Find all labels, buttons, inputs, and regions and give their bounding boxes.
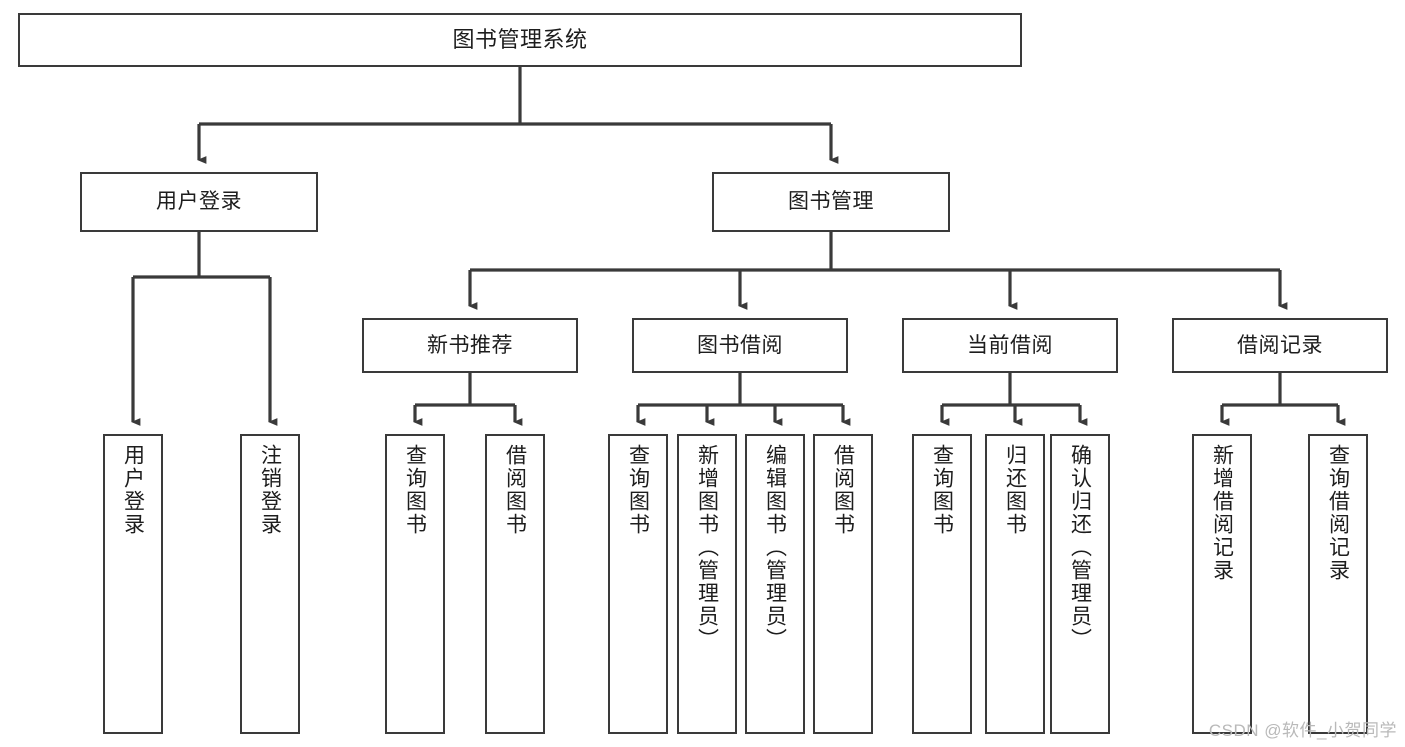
node-leaf-borrow-query-book[interactable]: 查询图书: [608, 434, 668, 734]
node-leaf-cur-query-book-label: 查询图书: [930, 444, 954, 536]
node-leaf-user-login[interactable]: 用户登录: [103, 434, 163, 734]
node-book-borrow[interactable]: 图书借阅: [632, 318, 848, 373]
node-new-book-recommend-label: 新书推荐: [427, 333, 513, 357]
node-leaf-borrow-edit-book-label: 编辑图书（管理员）: [763, 444, 787, 651]
node-leaf-borrow-query-book-label: 查询图书: [626, 444, 650, 536]
node-leaf-borrow-borrow-book-label: 借阅图书: [831, 444, 855, 536]
node-leaf-user-logout-label: 注销登录: [258, 444, 282, 536]
node-leaf-rec-query-book[interactable]: 查询图书: [385, 434, 445, 734]
node-book-borrow-label: 图书借阅: [697, 333, 783, 357]
node-leaf-rec-query-record[interactable]: 查询借阅记录: [1308, 434, 1368, 734]
node-leaf-rec-add-record[interactable]: 新增借阅记录: [1192, 434, 1252, 734]
node-new-book-recommend[interactable]: 新书推荐: [362, 318, 578, 373]
node-leaf-rec-borrow-book[interactable]: 借阅图书: [485, 434, 545, 734]
node-leaf-cur-confirm-return[interactable]: 确认归还（管理员）: [1050, 434, 1110, 734]
node-leaf-rec-query-record-label: 查询借阅记录: [1326, 444, 1350, 582]
node-leaf-rec-borrow-book-label: 借阅图书: [503, 444, 527, 536]
node-leaf-user-logout[interactable]: 注销登录: [240, 434, 300, 734]
node-leaf-user-login-label: 用户登录: [121, 444, 145, 536]
node-leaf-cur-confirm-return-label: 确认归还（管理员）: [1068, 444, 1092, 651]
node-book-manage[interactable]: 图书管理: [712, 172, 950, 232]
node-leaf-borrow-borrow-book[interactable]: 借阅图书: [813, 434, 873, 734]
node-leaf-borrow-edit-book[interactable]: 编辑图书（管理员）: [745, 434, 805, 734]
node-leaf-cur-return-book-label: 归还图书: [1003, 444, 1027, 536]
node-borrow-record[interactable]: 借阅记录: [1172, 318, 1388, 373]
node-leaf-rec-add-record-label: 新增借阅记录: [1210, 444, 1234, 582]
node-user-login[interactable]: 用户登录: [80, 172, 318, 232]
watermark: CSDN @软件_小贺同学: [1208, 721, 1397, 740]
node-current-borrow[interactable]: 当前借阅: [902, 318, 1118, 373]
node-leaf-cur-query-book[interactable]: 查询图书: [912, 434, 972, 734]
node-book-manage-label: 图书管理: [788, 190, 874, 214]
node-leaf-borrow-add-book-label: 新增图书（管理员）: [695, 444, 719, 651]
node-leaf-rec-query-book-label: 查询图书: [403, 444, 427, 536]
node-root-label: 图书管理系统: [452, 26, 588, 52]
node-borrow-record-label: 借阅记录: [1237, 333, 1323, 357]
node-leaf-borrow-add-book[interactable]: 新增图书（管理员）: [677, 434, 737, 734]
node-current-borrow-label: 当前借阅: [967, 333, 1053, 357]
node-user-login-label: 用户登录: [156, 190, 242, 214]
node-root[interactable]: 图书管理系统: [18, 13, 1022, 67]
node-leaf-cur-return-book[interactable]: 归还图书: [985, 434, 1045, 734]
